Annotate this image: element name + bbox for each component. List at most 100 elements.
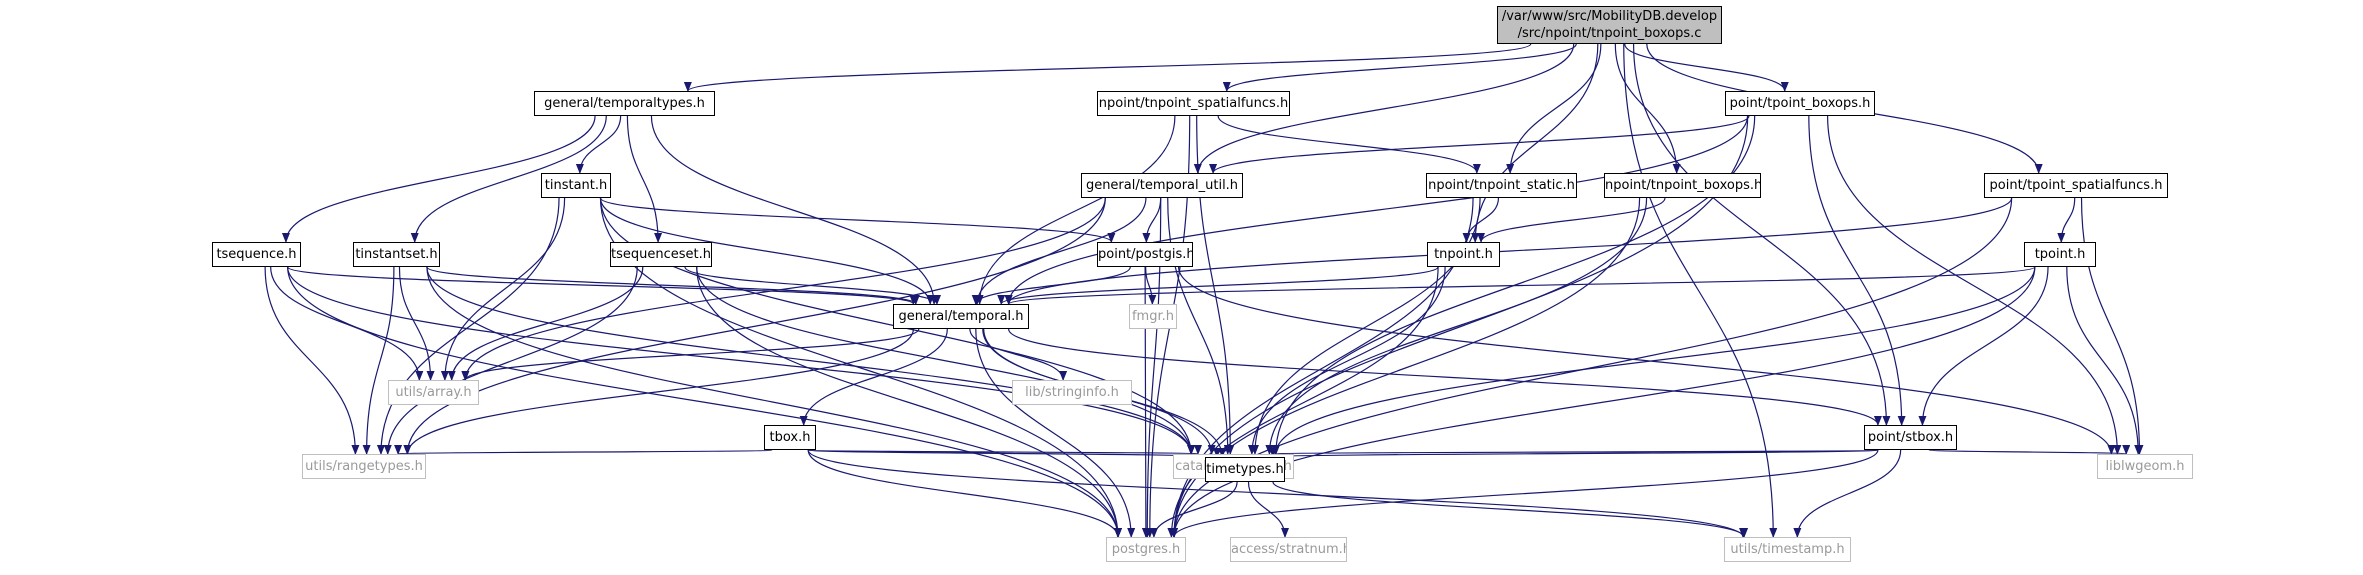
edge-tinstantset-to-temporal <box>426 266 920 305</box>
edge-temporal-to-postgres <box>975 328 1136 538</box>
node-tsequenceset[interactable]: tsequenceset.h <box>610 242 712 267</box>
node-stringinfo: lib/stringinfo.h <box>1012 380 1132 405</box>
edge-tinstantset-to-rangetypes <box>362 266 395 455</box>
edge-stbox-to-pg_type <box>1274 444 1879 455</box>
edge-tpoint-to-liblwgeom <box>2066 266 2143 455</box>
edge-tinstant-to-array <box>440 197 566 381</box>
node-tnpoint[interactable]: tnpoint.h <box>1427 242 1500 267</box>
node-fmgr: fmgr.h <box>1129 304 1177 329</box>
edge-postgis-to-liblwgeom <box>1178 266 2116 455</box>
edge-stbox-to-timetypes <box>1270 447 1879 458</box>
edge-root-to-temporaltypes <box>684 43 1532 92</box>
edge-temporal_util-to-array <box>461 197 1106 381</box>
edge-tsequenceset-to-rangetypes <box>383 266 638 455</box>
edge-root-to-tnpoint_boxops <box>1614 43 1681 174</box>
node-tnpoint-static[interactable]: npoint/tnpoint_static.h <box>1426 173 1577 198</box>
edge-tinstant-to-rangetypes <box>376 197 560 455</box>
edge-tnpoint-to-pg_type <box>1247 266 1446 455</box>
node-tpoint-spatialfuncs[interactable]: point/tpoint_spatialfuncs.h <box>1984 173 2168 198</box>
edge-tsequence-to-rangetypes <box>264 266 360 455</box>
edge-temporal-to-array <box>461 328 920 381</box>
root-path-line1: /var/www/src/MobilityDB.develop <box>1501 9 1718 24</box>
edge-tbox-to-timestamp <box>807 449 1747 538</box>
node-tpoint[interactable]: tpoint.h <box>2024 242 2096 267</box>
node-temporal-util[interactable]: general/temporal_util.h <box>1081 173 1243 198</box>
edge-timetypes-to-postgres <box>1149 481 1238 538</box>
edge-timetypes-to-stratnum <box>1247 481 1290 538</box>
edge-stbox-to-liblwgeom <box>1928 444 2130 455</box>
edge-tpoint_spatialfuncs-to-liblwgeom <box>2080 197 2144 455</box>
node-tinstant[interactable]: tinstant.h <box>541 173 611 198</box>
edge-postgis-to-temporal <box>971 266 1131 305</box>
edge-root-to-tnpoint_static <box>1506 43 1602 174</box>
edge-tsequence-to-array <box>270 266 424 381</box>
node-utils-array: utils/array.h <box>388 380 479 405</box>
edge-root-to-tnpoint_spatialfuncs <box>1222 43 1577 92</box>
edge-temporal-to-tbox <box>799 328 948 426</box>
edge-tinstantset-to-pg_type <box>426 266 1196 455</box>
edge-temporal_util-to-rangetypes <box>403 197 1106 455</box>
node-tpoint-boxops[interactable]: point/tpoint_boxops.h <box>1725 91 1875 116</box>
edge-temporaltypes-to-tsequenceset <box>626 115 663 243</box>
node-tsequence[interactable]: tsequence.h <box>212 242 301 267</box>
edge-tbox-to-rangetypes <box>395 444 773 455</box>
edge-temporaltypes-to-tinstantset <box>410 115 607 243</box>
node-temporal[interactable]: general/temporal.h <box>893 304 1029 329</box>
root-path-line2: /src/npoint/tnpoint_boxops.c <box>1517 26 1702 41</box>
edge-tbox-to-pg_type <box>807 444 1201 455</box>
node-timestamp: utils/timestamp.h <box>1724 537 1851 562</box>
edge-tnpoint_static-to-pg_type <box>1250 197 1481 455</box>
node-tnpoint-spatialfuncs[interactable]: npoint/tnpoint_spatialfuncs.h <box>1097 91 1290 116</box>
edge-tpoint_boxops-to-temporal <box>1004 115 1749 305</box>
node-stbox[interactable]: point/stbox.h <box>1864 425 1957 450</box>
edge-stbox-to-postgres <box>1170 449 1879 538</box>
node-tbox[interactable]: tbox.h <box>764 425 816 450</box>
edge-tpoint_spatialfuncs-to-postgres <box>1170 197 2013 538</box>
edge-tinstantset-to-array <box>398 266 435 381</box>
edge-temporal-to-stringinfo <box>969 328 1068 381</box>
edge-tpoint-to-stbox <box>1918 266 2049 426</box>
edge-tnpoint_boxops-to-postgres <box>1170 197 1641 538</box>
edge-tnpoint_spatialfuncs-to-temporal <box>975 115 1176 305</box>
edge-tsequenceset-to-postgres <box>696 266 1122 538</box>
edge-root-to-temporal_util <box>1193 43 1575 174</box>
node-postgres: postgres.h <box>1106 537 1186 562</box>
edge-tpoint-to-temporal <box>1005 266 2036 305</box>
edge-tinstant-to-temporal <box>599 197 935 305</box>
node-root-file[interactable]: /var/www/src/MobilityDB.develop /src/npo… <box>1497 6 1722 44</box>
node-stratnum: access/stratnum.h <box>1230 537 1347 562</box>
edge-tnpoint_boxops-to-tnpoint <box>1477 197 1666 243</box>
edge-temporaltypes-to-tinstant <box>575 115 622 174</box>
edge-root-to-stbox <box>1632 43 1891 426</box>
edge-postgis-to-fmgr <box>1145 266 1157 305</box>
edge-tpoint_spatialfuncs-to-tpoint <box>2057 197 2076 243</box>
edge-timetypes-to-timestamp <box>1272 481 1748 538</box>
node-postgis[interactable]: point/postgis.h <box>1097 242 1193 267</box>
edge-root-to-tpoint_boxops <box>1624 43 1789 92</box>
edge-tsequence-to-pg_type <box>287 266 1196 455</box>
edge-tpoint-to-postgres <box>1170 266 2036 538</box>
edge-tnpoint_spatialfuncs-to-tnpoint_static <box>1217 115 1481 174</box>
edge-tsequenceset-to-pg_type <box>696 266 1196 455</box>
node-temporaltypes[interactable]: general/temporaltypes.h <box>534 91 715 116</box>
node-timetypes[interactable]: timetypes.h <box>1205 457 1285 482</box>
edge-tpoint_boxops-to-pg_type <box>1271 115 1756 455</box>
edge-temporal_util-to-pg_type <box>1167 197 1232 455</box>
node-liblwgeom: liblwgeom.h <box>2097 454 2193 479</box>
edge-root-to-timestamp <box>1623 43 1778 538</box>
edge-temporal_util-to-temporal <box>973 197 1147 305</box>
edge-temporaltypes-to-temporal <box>650 115 939 305</box>
edge-temporaltypes-to-tsequence <box>281 115 596 243</box>
edge-tpoint-to-pg_type <box>1271 266 2036 455</box>
edge-tbox-to-postgres <box>807 449 1122 538</box>
edge-temporal_util-to-postgis <box>1142 197 1162 243</box>
node-tnpoint-boxops[interactable]: npoint/tnpoint_boxops.h <box>1604 173 1761 198</box>
edge-tinstantset-to-postgres <box>426 266 1122 538</box>
edge-tpoint_boxops-to-temporal_util <box>1209 115 1750 174</box>
node-rangetypes: utils/rangetypes.h <box>302 454 426 479</box>
edge-tnpoint-to-postgres <box>1167 266 1439 538</box>
edge-tsequence-to-postgres <box>287 266 1122 538</box>
edge-tpoint_boxops-to-stbox <box>1808 115 1906 426</box>
node-tinstantset[interactable]: tinstantset.h <box>353 242 440 267</box>
edge-temporal-to-stbox <box>1008 328 1882 426</box>
